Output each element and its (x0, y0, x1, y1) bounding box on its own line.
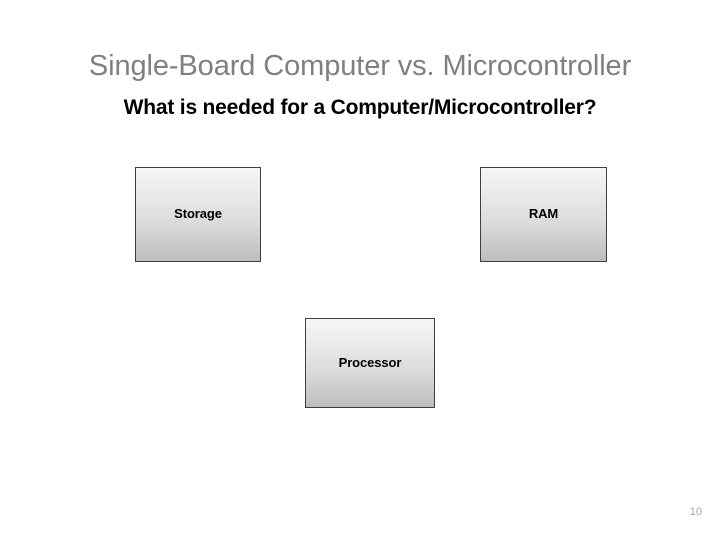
page-title: Single-Board Computer vs. Microcontrolle… (88, 50, 632, 83)
page-number: 10 (689, 506, 702, 518)
diagram-box-processor: Processor (305, 318, 435, 408)
diagram-box-ram-label: RAM (528, 206, 559, 222)
diagram-box-storage: Storage (135, 167, 261, 262)
diagram-box-processor-label: Processor (338, 354, 402, 370)
diagram-box-ram: RAM (480, 167, 607, 262)
slide-subtitle: What is needed for a Computer/Microcontr… (123, 96, 597, 120)
diagram-box-storage-label: Storage (174, 206, 222, 222)
